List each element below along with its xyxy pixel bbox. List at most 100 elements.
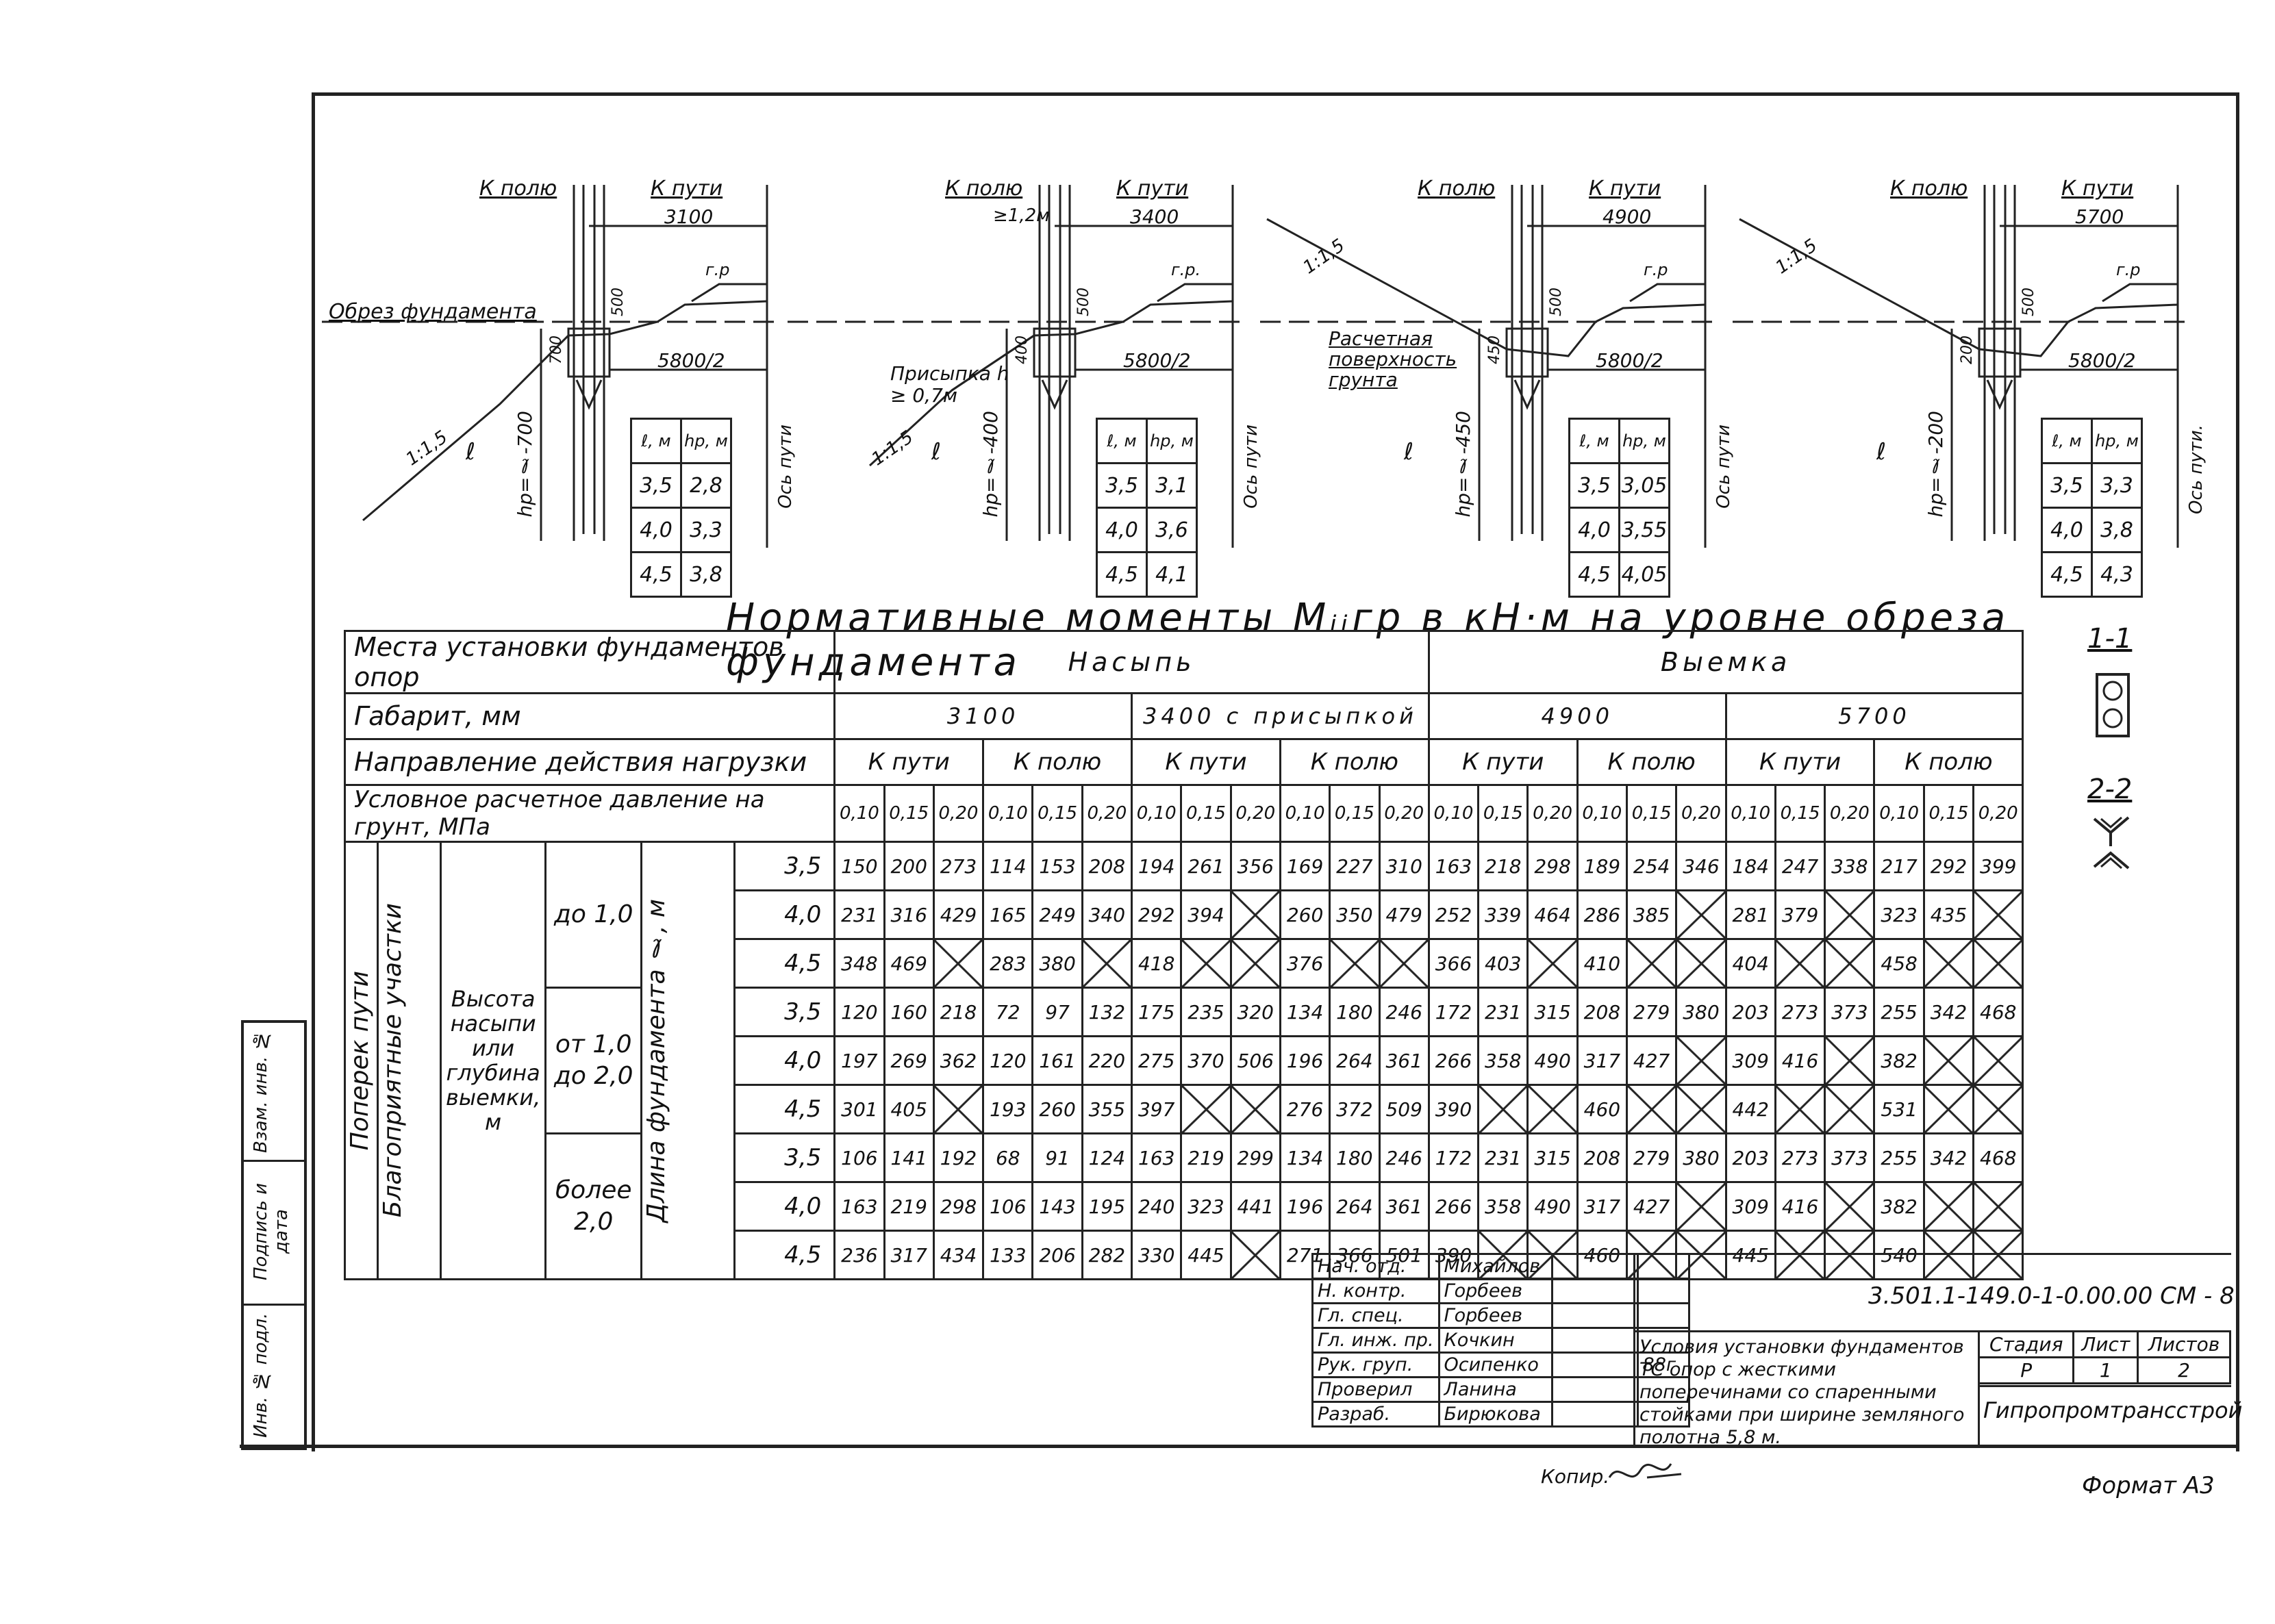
empty-crossed-cell (1922, 1230, 1975, 1280)
moment-value: 172 (1427, 1132, 1480, 1183)
label-hp-formula: hр=ℓ-400 (979, 411, 1002, 518)
stamp-date (1636, 1401, 1690, 1428)
moment-value: 261 (1180, 841, 1232, 891)
dimension-depth: 400 (1014, 335, 1031, 364)
moment-value: 416 (1774, 1181, 1826, 1232)
pressure-value: 0,15 (883, 784, 935, 843)
sketch-table-cell: 3,3 (2091, 462, 2143, 509)
moment-value: 175 (1131, 987, 1183, 1037)
moment-value: 342 (1922, 1132, 1975, 1183)
moment-value: 361 (1378, 1181, 1430, 1232)
sketch-table-cell: 4,0 (630, 507, 682, 553)
moment-value: 254 (1625, 841, 1678, 891)
moment-value: 479 (1378, 889, 1430, 940)
moment-value: 281 (1724, 889, 1776, 940)
empty-crossed-cell (932, 1084, 985, 1134)
pressure-value: 0,10 (1131, 784, 1183, 843)
moment-value: 133 (982, 1230, 1034, 1280)
length-cell: 3,5 (733, 1132, 836, 1183)
side-blago: Благоприятные участки (377, 841, 442, 1280)
label-k-polyu: К полю (1890, 177, 1968, 201)
pressure-value: 0,20 (1675, 784, 1727, 843)
empty-crossed-cell (1972, 1181, 2024, 1232)
sketch-table-cell: 3,5 (2041, 462, 2093, 509)
stamp-name: Осипенко (1437, 1352, 1553, 1378)
sketch-table-header: ℓ, м (2041, 418, 2093, 464)
moment-value: 441 (1229, 1181, 1281, 1232)
empty-crossed-cell (1675, 1035, 1727, 1086)
header-direction-value: К пути (1427, 738, 1579, 786)
empty-crossed-cell (1972, 889, 2024, 940)
moment-value: 380 (1031, 938, 1083, 989)
sketch-geometry (788, 185, 1240, 548)
empty-crossed-cell (1675, 1181, 1727, 1232)
moment-value: 315 (1526, 987, 1579, 1037)
stamp-role: Рук. груп. (1311, 1352, 1440, 1378)
list-label: Лист (2072, 1330, 2139, 1358)
stamp-role: Гл. инж. пр. (1311, 1327, 1440, 1354)
sketch-table-cell: 4,0 (2041, 507, 2093, 553)
moment-value: 366 (1427, 938, 1480, 989)
length-cell: 4,0 (733, 889, 836, 940)
stamp-signature (1550, 1327, 1639, 1354)
stamp-name: Ланина (1437, 1376, 1553, 1403)
side-poperek-text: Поперек пути (346, 970, 375, 1151)
pressure-value: 0,10 (1279, 784, 1331, 843)
moment-value: 279 (1625, 1132, 1678, 1183)
moment-value: 160 (883, 987, 935, 1037)
moment-value: 231 (1477, 987, 1529, 1037)
moment-value: 416 (1774, 1035, 1826, 1086)
pressure-value: 0,15 (1625, 784, 1678, 843)
moment-value: 273 (1774, 987, 1826, 1037)
moment-value: 458 (1873, 938, 1925, 989)
moment-value: 348 (833, 938, 885, 989)
moment-value: 184 (1724, 841, 1776, 891)
moment-value: 490 (1526, 1035, 1579, 1086)
length-cell: 4,0 (733, 1035, 836, 1086)
moment-value: 468 (1972, 987, 2024, 1037)
moment-value: 219 (1180, 1132, 1232, 1183)
empty-crossed-cell (1774, 938, 1826, 989)
stamp-signature (1550, 1352, 1639, 1378)
sketch-table-cell: 3,3 (680, 507, 732, 553)
moment-value: 192 (932, 1132, 985, 1183)
empty-crossed-cell (1922, 1035, 1975, 1086)
dimension-half: 5800/2 (1596, 349, 1663, 372)
moment-value: 506 (1229, 1035, 1281, 1086)
sketch-table-header: ℓ, м (630, 418, 682, 464)
dimension-half: 5800/2 (657, 349, 725, 372)
sketch-table-cell: 2,8 (680, 462, 732, 509)
moment-value: 309 (1724, 1181, 1776, 1232)
stamp-name: Бирюкова (1437, 1401, 1553, 1428)
pressure-value: 0,15 (1774, 784, 1826, 843)
moment-value: 163 (1427, 841, 1480, 891)
stadia-value: Р (1977, 1356, 2075, 1384)
format-label: Формат А3 (2082, 1472, 2215, 1499)
dimension-depth: 700 (548, 335, 565, 364)
empty-crossed-cell (1675, 1084, 1727, 1134)
empty-crossed-cell (1972, 1035, 2024, 1086)
side-stamp-sign: Подпись и дата (251, 1182, 292, 1281)
header-direction-value: К полю (1576, 738, 1727, 786)
sketch-geometry (1260, 185, 1712, 548)
range-cell: более 2,0 (544, 1132, 643, 1280)
moment-value: 427 (1625, 1035, 1678, 1086)
stamp-name: Горбеев (1437, 1302, 1553, 1329)
header-direction-value: К полю (982, 738, 1133, 786)
sketch-table-header: ℓ, м (1096, 418, 1148, 464)
empty-crossed-cell (932, 938, 985, 989)
side-stamp: Инв. № подл. Подпись и дата Взам. инв. № (241, 1020, 307, 1450)
header-direction: Направление действия нагрузки (343, 738, 836, 786)
moment-value: 286 (1576, 889, 1629, 940)
moment-value: 124 (1081, 1132, 1133, 1183)
sketch-table-cell: 3,05 (1618, 462, 1670, 509)
moment-value: 106 (982, 1181, 1034, 1232)
listov-value: 2 (2137, 1356, 2231, 1384)
empty-crossed-cell (1922, 1084, 1975, 1134)
moment-value: 394 (1180, 889, 1232, 940)
sketch-table-header: hр, м (1146, 418, 1198, 464)
moment-value: 399 (1972, 841, 2024, 891)
moment-value: 442 (1724, 1084, 1776, 1134)
empty-crossed-cell (1972, 938, 2024, 989)
